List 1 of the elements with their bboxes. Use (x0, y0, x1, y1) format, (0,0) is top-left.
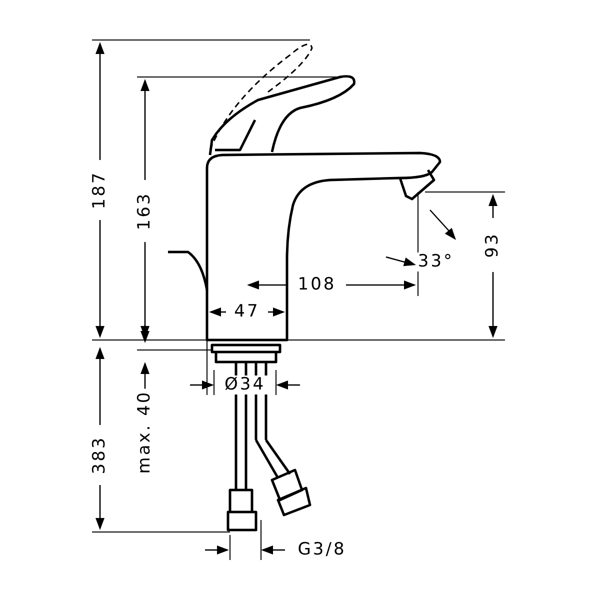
dimension-label: Ø34 (222, 376, 268, 394)
